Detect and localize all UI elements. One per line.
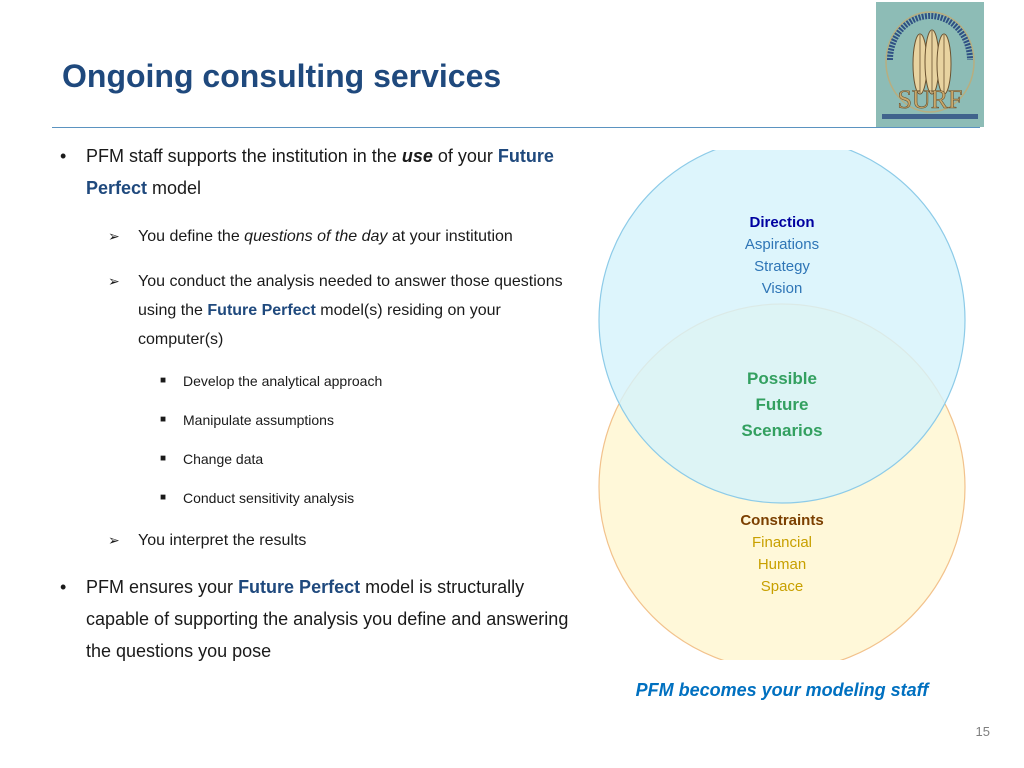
venn-caption: PFM becomes your modeling staff: [635, 680, 929, 700]
venn-constraints-heading: Constraints: [740, 512, 823, 529]
venn-constraints-item: Financial: [752, 534, 812, 551]
list-item: ■ Conduct sensitivity analysis: [60, 487, 580, 509]
venn-overlap-label: Scenarios: [741, 421, 822, 440]
slide-title: Ongoing consulting services: [62, 58, 502, 94]
square-bullet-icon: ■: [160, 492, 167, 503]
venn-direction-item: Strategy: [754, 258, 810, 275]
venn-direction-item: Aspirations: [745, 236, 819, 253]
arrow-bullet-icon: ➢: [108, 532, 120, 548]
venn-overlap-label: Future: [756, 395, 809, 414]
bullet-icon: •: [60, 146, 67, 166]
list-item: ■ Manipulate assumptions: [60, 409, 580, 431]
bullet-pfm-staff: • PFM staff supports the institution in …: [60, 140, 580, 204]
surf-logo: SURF: [876, 2, 984, 127]
page-number: 15: [975, 724, 990, 739]
list-item: ■ Change data: [60, 448, 580, 470]
arrow-bullet-icon: ➢: [108, 228, 120, 244]
venn-direction-item: Vision: [762, 280, 803, 297]
bullet-content: • PFM staff supports the institution in …: [60, 140, 580, 685]
square-bullet-icon: ■: [160, 453, 167, 464]
list-item: ■ Develop the analytical approach: [60, 370, 580, 392]
venn-direction-circle: [598, 150, 966, 504]
bullet-pfm-ensures: • PFM ensures your Future Perfect model …: [60, 571, 580, 667]
svg-text:SURF: SURF: [897, 85, 962, 114]
subbullet-define-questions: ➢ You define the questions of the day at…: [60, 222, 580, 251]
subbullet-conduct-analysis: ➢ You conduct the analysis needed to ans…: [60, 267, 580, 354]
venn-overlap-label: Possible: [747, 369, 817, 388]
venn-diagram: Direction Aspirations Strategy Vision Po…: [598, 150, 966, 660]
venn-constraints-item: Space: [761, 578, 804, 595]
bullet-icon: •: [60, 577, 67, 597]
title-divider: [52, 127, 980, 128]
square-bullet-icon: ■: [160, 375, 167, 386]
arrow-bullet-icon: ➢: [108, 273, 120, 289]
venn-direction-heading: Direction: [749, 214, 814, 231]
square-bullet-icon: ■: [160, 414, 167, 425]
venn-constraints-item: Human: [758, 556, 806, 573]
subbullet-interpret-results: ➢ You interpret the results: [60, 526, 580, 555]
